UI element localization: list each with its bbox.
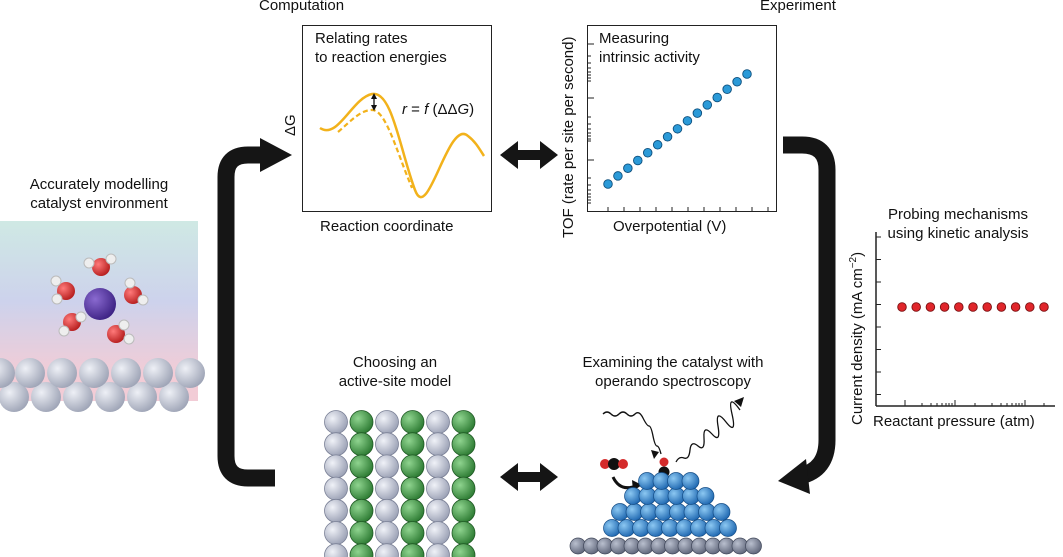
kinetic-point [1025,302,1035,312]
left-cycle-arrow [217,146,275,487]
kinetic-title-line1: Probing mechanisms [887,206,1029,223]
experiment-title-line1: Measuring [599,30,670,47]
green-surface-atom [451,543,476,557]
tof-point [682,116,693,126]
metal-surface-atom [375,543,399,557]
tof-point [722,84,732,95]
environment-title-line1: Accurately modelling [29,176,169,193]
tof-point [662,132,673,142]
kinetic-point [1039,302,1049,312]
kinetic-point [1010,302,1021,312]
outgoing-photon-wave [675,401,741,463]
nanoparticle-atom [681,472,700,490]
active-site-title-line1: Choosing an [352,354,438,371]
nanoparticle-atom [712,503,731,521]
tof-point [692,108,703,118]
incoming-photon-wave [602,411,662,455]
energy-curve-solid [319,92,486,199]
nanoparticle-atom [696,487,715,505]
operando-title-line1: Examining the catalyst with [582,354,764,371]
tof-point [642,148,653,158]
tof-point [633,155,643,166]
adsorbate-molecule-free [600,458,628,470]
kinetic-point [939,302,950,312]
kinetic-point [925,302,936,312]
tof-point [712,92,722,103]
kinetic-point [996,302,1007,312]
green-surface-atom [349,543,374,557]
rate-equation: r = f (ΔΔG) [402,101,475,118]
computation-title-line2: to reaction energies [315,49,447,66]
metal-surface [0,358,205,412]
green-surface-atom [400,543,425,557]
tof-point [672,124,683,134]
computation-header: Computation [259,0,345,14]
tof-point [613,171,623,181]
tof-point [623,163,633,173]
nanoparticle-atom [719,519,737,537]
environment-title-line2: catalyst environment [30,195,168,212]
metal-surface-atom [426,543,450,557]
water-molecules [50,253,149,345]
kinetic-point [968,302,978,312]
computation-title-line1: Relating rates [315,30,408,47]
experiment-title-line2: intrinsic activity [599,49,700,66]
reactant-pressure-axis-label: Reactant pressure (atm) [873,413,1035,430]
tof-point [742,69,752,79]
tof-point [652,140,663,150]
overpotential-axis-label: Overpotential (V) [613,218,727,235]
kinetic-point [982,302,992,312]
experiment-header: Experiment [760,0,836,14]
double-arrow-bottom [500,463,558,491]
solvated-ion [84,288,116,320]
operando-title-line2: operando spectroscopy [595,373,751,390]
left-cycle-arrowhead [260,138,292,172]
double-arrow-top [500,141,558,169]
experiment-panel [587,25,777,212]
tof-point [732,76,742,87]
computation-panel [302,25,492,212]
kinetic-title-line2: using kinetic analysis [887,225,1029,242]
tof-point [603,179,613,189]
right-cycle-arrow [783,136,836,485]
active-site-title-line2: active-site model [338,373,452,390]
kinetic-point [897,302,907,312]
reaction-coordinate-label: Reaction coordinate [320,218,454,235]
energy-curve-dashed [337,108,414,189]
kinetic-point [954,302,964,312]
metal-surface-atom [324,543,348,557]
kinetic-point [911,302,921,312]
right-cycle-arrowhead [778,459,810,494]
environment-illustration [0,221,205,412]
support-atom [745,537,762,555]
tof-point [702,100,713,110]
